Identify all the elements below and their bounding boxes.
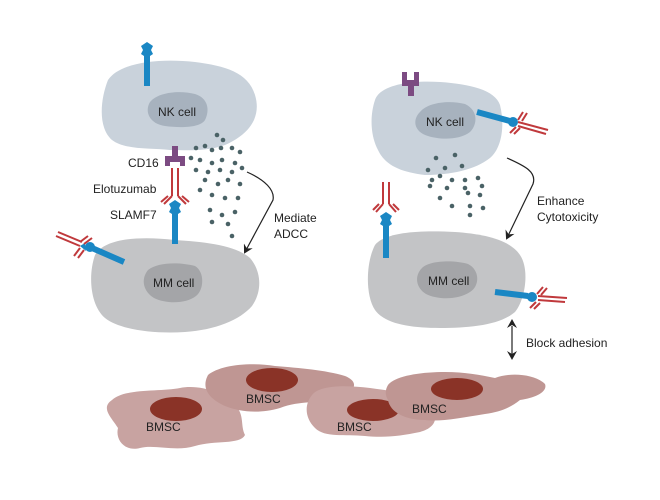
- left-nk-nucleus: [147, 92, 208, 128]
- granule-dot: [219, 157, 225, 163]
- granule-dot: [220, 137, 226, 143]
- left-elotuzumab-label: Elotuzumab: [93, 182, 157, 196]
- granule-dot: [209, 192, 215, 198]
- granule-dot: [433, 155, 439, 161]
- enhance-cytotoxicity-arrow: [505, 157, 535, 240]
- bmsc-nucleus-1: [150, 397, 202, 421]
- right-nk-label: NK cell: [426, 115, 464, 129]
- left-slamf7-diagonal: [80, 242, 126, 265]
- left-cd16-label: CD16: [128, 156, 159, 170]
- granule-dot: [444, 185, 450, 191]
- granule-dot: [222, 195, 228, 201]
- granule-dot: [229, 169, 235, 175]
- granule-dot: [237, 149, 243, 155]
- granule-dot: [193, 145, 199, 151]
- left-slamf7-label: SLAMF7: [110, 208, 157, 222]
- left-granules: [188, 132, 245, 239]
- granule-dot: [477, 192, 483, 198]
- granule-dot: [465, 190, 471, 196]
- granule-dot: [225, 177, 231, 183]
- granule-dot: [480, 205, 486, 211]
- right-mm-antibody-horizontal: [529, 286, 568, 310]
- granule-dot: [239, 165, 245, 171]
- right-mm-nucleus: [417, 261, 478, 299]
- granule-dot: [427, 183, 433, 189]
- granule-dot: [232, 209, 238, 215]
- left-panel: NK cell MM cell CD16 Elotuzumab: [55, 42, 317, 333]
- granule-dot: [202, 143, 208, 149]
- granule-dot: [214, 132, 220, 138]
- bmsc-label-1: BMSC: [146, 420, 181, 434]
- right-cd16: [402, 72, 419, 96]
- left-slamf7-receptor: [169, 200, 181, 244]
- mediate-adcc-label-line2: ADCC: [274, 227, 308, 241]
- left-mm-nucleus: [143, 263, 203, 303]
- bmsc-nucleus-3: [347, 399, 399, 421]
- granule-dot: [475, 175, 481, 181]
- left-cd16: [165, 146, 185, 166]
- bmsc-label-4: BMSC: [412, 402, 447, 416]
- granule-dot: [202, 177, 208, 183]
- granule-dot: [459, 163, 465, 169]
- granule-dot: [215, 181, 221, 187]
- granule-dot: [197, 187, 203, 193]
- bmsc-label-2: BMSC: [246, 392, 281, 406]
- granule-dot: [452, 152, 458, 158]
- right-nk-nucleus: [415, 102, 476, 139]
- granule-dot: [232, 160, 238, 166]
- granule-dot: [467, 203, 473, 209]
- enhance-cytotoxicity-label-line2: Cytotoxicity: [537, 210, 598, 224]
- granule-dot: [237, 181, 243, 187]
- block-adhesion-label: Block adhesion: [526, 336, 607, 350]
- granule-dot: [209, 219, 215, 225]
- bmsc-nucleus-2: [246, 368, 298, 392]
- right-nk-slamf7: [476, 109, 518, 127]
- granule-dot: [462, 177, 468, 183]
- right-mm-slamf7-vertical: [380, 212, 392, 258]
- bmsc-nucleus-4: [431, 378, 483, 400]
- granule-dot: [437, 173, 443, 179]
- left-mm-label: MM cell: [153, 276, 194, 290]
- granule-dot: [467, 212, 473, 218]
- granule-dot: [188, 155, 194, 161]
- granule-dot: [219, 212, 225, 218]
- granule-dot: [205, 169, 211, 175]
- granule-dot: [209, 147, 215, 153]
- granule-dot: [217, 167, 223, 173]
- mediate-adcc-arrow: [243, 171, 274, 254]
- granule-dot: [479, 183, 485, 189]
- mediate-adcc-label-line1: Mediate: [274, 211, 317, 225]
- right-granules: [425, 152, 486, 218]
- bmsc-layer: BMSC BMSC BMSC BMSC: [106, 364, 546, 449]
- left-elotuzumab-antibody: [160, 168, 190, 205]
- granule-dot: [229, 145, 235, 151]
- granule-dot: [449, 177, 455, 183]
- right-mm-label: MM cell: [428, 274, 469, 288]
- granule-dot: [425, 167, 431, 173]
- granule-dot: [449, 203, 455, 209]
- granule-dot: [229, 233, 235, 239]
- enhance-cytotoxicity-label-line1: Enhance: [537, 194, 585, 208]
- right-panel: NK cell MM cell: [367, 72, 607, 360]
- granule-dot: [225, 221, 231, 227]
- granule-dot: [437, 195, 443, 201]
- right-mm-slamf7-horizontal: [494, 289, 537, 302]
- bmsc-label-3: BMSC: [337, 420, 372, 434]
- granule-dot: [442, 165, 448, 171]
- granule-dot: [197, 157, 203, 163]
- granule-dot: [209, 160, 215, 166]
- granule-dot: [462, 185, 468, 191]
- granule-dot: [207, 207, 213, 213]
- right-nk-antibody: [509, 111, 549, 135]
- granule-dot: [218, 145, 224, 151]
- left-nk-top-receptor: [141, 42, 153, 86]
- right-mm-antibody-vertical: [372, 182, 400, 213]
- granule-dot: [193, 167, 199, 173]
- granule-dot: [429, 177, 435, 183]
- left-antibody-diagonal: [55, 231, 93, 259]
- granule-dot: [235, 195, 241, 201]
- left-nk-label: NK cell: [158, 105, 196, 119]
